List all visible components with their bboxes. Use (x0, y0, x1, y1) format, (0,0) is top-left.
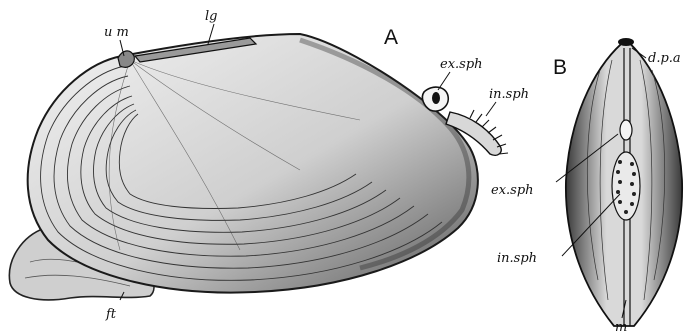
panel-a-drawing (9, 34, 508, 300)
shell-outline (28, 34, 478, 293)
dorsal-aperture (618, 38, 634, 46)
label-foot: ft (105, 307, 117, 322)
label-dorsal-aperture: d.p.a (648, 51, 681, 66)
label-umbo: u m (104, 25, 129, 40)
label-mouth: m (615, 320, 627, 333)
panel-label-a: A (384, 26, 398, 49)
label-exhalant-siphon-b: ex.sph (491, 183, 534, 198)
inhalant-siphon-b (612, 152, 640, 220)
label-exhalant-siphon-a: ex.sph (440, 57, 483, 72)
exhalant-siphon-a (422, 87, 448, 111)
label-ligament: lg (205, 9, 217, 24)
exhalant-siphon-b (620, 120, 632, 140)
label-inhalant-siphon-b: in.sph (497, 251, 537, 266)
label-inhalant-siphon-a: in.sph (489, 87, 529, 102)
panel-label-b: B (553, 56, 567, 79)
panel-b-drawing (566, 38, 682, 326)
umbo (118, 51, 134, 67)
